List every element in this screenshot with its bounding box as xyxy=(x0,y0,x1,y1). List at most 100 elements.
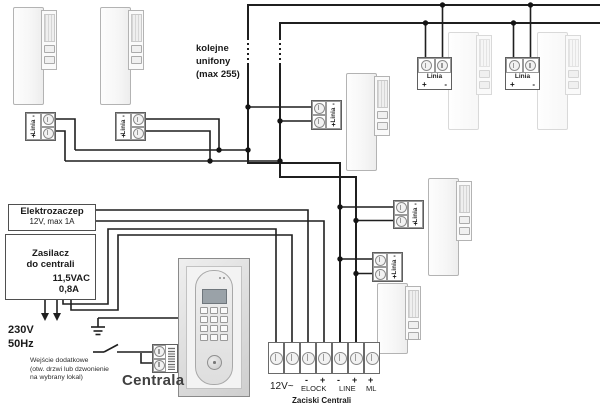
power-supply-name: Zasilacz xyxy=(32,248,69,259)
power-supply-box: Zasilacz do centrali 11,5VAC 0,8A xyxy=(5,234,96,300)
connector-label: Linia xyxy=(30,118,37,135)
speaker-grille-icon xyxy=(478,39,490,67)
led-icon xyxy=(223,277,225,279)
screw-icon xyxy=(420,60,432,71)
keypad-key xyxy=(200,334,208,341)
handset-body xyxy=(377,283,408,354)
screw-icon xyxy=(132,114,144,126)
keypad-key xyxy=(200,307,208,314)
junction-dots xyxy=(207,2,534,277)
minus-sign: - xyxy=(32,113,35,120)
mains-arrow-icons xyxy=(41,313,61,321)
terminal-elock-minus xyxy=(300,342,316,374)
keypad-key xyxy=(210,334,218,341)
screw-terminal xyxy=(41,126,55,140)
keypad-key xyxy=(200,316,208,323)
terminal-column xyxy=(312,101,326,129)
line-connector-block-4: -Linia+ xyxy=(393,200,424,229)
screw-icon xyxy=(317,351,331,365)
screw-icon xyxy=(395,202,407,214)
screw-terminal xyxy=(394,201,408,215)
line-connector-block-5: -Linia+ xyxy=(372,252,403,282)
keypad-key xyxy=(210,325,218,332)
mains-voltage: 230V xyxy=(8,324,34,336)
connector-label-area: Linia+ - xyxy=(418,73,451,89)
terminal-line-minus xyxy=(332,342,348,374)
keypad-key xyxy=(220,316,228,323)
bus-note-line3: (max 255) xyxy=(196,69,240,80)
screw-icon xyxy=(285,351,299,365)
handset-button xyxy=(130,45,142,53)
terminal-12v-2 xyxy=(284,342,300,374)
connector-label-area: Linia+- xyxy=(506,73,539,89)
plus-sign: + xyxy=(422,80,427,89)
screw-icon xyxy=(365,351,379,365)
keypad-key xyxy=(220,325,228,332)
handset-button xyxy=(376,122,388,130)
screw-terminal xyxy=(506,58,523,73)
intercom-handset-4 xyxy=(448,32,492,130)
line-plus-sign: + xyxy=(352,375,358,385)
screw-icon xyxy=(313,116,325,128)
power-supply-current: 0,8A xyxy=(58,284,79,295)
screw-terminal xyxy=(312,115,326,129)
minus-sign: - xyxy=(444,80,447,89)
line-connector-block-1: -Linia+ xyxy=(25,112,56,141)
power-supply-voltage: 11,5VAC xyxy=(52,273,90,284)
line-connector-block-7: Linia+- xyxy=(505,57,540,90)
branch-wires xyxy=(44,5,532,364)
speaker-grille-icon xyxy=(43,14,55,42)
plus-sign: + xyxy=(121,133,126,140)
terminal-row xyxy=(418,58,451,73)
plus-sign: + xyxy=(331,122,336,129)
terminal-row xyxy=(506,58,539,73)
terminal-12v-1 xyxy=(268,342,284,374)
handset-button xyxy=(407,332,419,340)
speaker-grille-icon xyxy=(567,39,579,67)
mains-label: 230V 50Hz xyxy=(8,323,34,351)
intercom-handset-1 xyxy=(13,7,57,105)
bus-note: kolejne unifony (max 255) xyxy=(196,42,240,81)
handset-body xyxy=(13,7,44,105)
electric-strike-title: Elektrozaczep xyxy=(20,206,84,217)
keypad-key xyxy=(210,316,218,323)
supply-terminals-label: 12V~ xyxy=(270,381,294,392)
minus-sign: - xyxy=(393,253,396,260)
line-connector-block-6: Linia+ - xyxy=(417,57,452,90)
intercom-handset-5 xyxy=(537,32,581,130)
terminal-strip-caption: Zaciski Centrali xyxy=(292,396,352,405)
terminal-line-plus xyxy=(348,342,364,374)
keypad-key xyxy=(200,325,208,332)
handset-button xyxy=(478,70,490,78)
speaker-grille-icon xyxy=(458,185,470,213)
handset-panel xyxy=(476,35,492,95)
speaker-grille-icon xyxy=(130,14,142,42)
plus-sign: + xyxy=(510,80,515,89)
power-supply-name2: do centrali xyxy=(26,259,75,270)
elock-label: ELOCK xyxy=(301,384,327,393)
intercom-handset-7 xyxy=(377,283,421,379)
screw-terminal xyxy=(373,253,387,267)
screw-terminal xyxy=(131,113,145,127)
aux-note-line1: Wejście dodatkowe xyxy=(30,357,89,364)
line-connector-block-3: -Linia+ xyxy=(311,100,342,130)
handset-panel xyxy=(405,286,421,340)
elock-plus-sign: + xyxy=(320,375,326,385)
screw-terminal xyxy=(434,58,451,73)
screw-icon xyxy=(269,351,283,365)
handset-body xyxy=(100,7,131,105)
handset-body xyxy=(448,32,479,130)
screw-icon xyxy=(132,127,144,139)
handset-panel xyxy=(456,181,472,241)
connector-label: Linia xyxy=(514,73,531,80)
keypad-key xyxy=(220,334,228,341)
keypad-key xyxy=(220,307,228,314)
electric-strike-rating: 12V, max 1A xyxy=(29,217,75,226)
handset-panel xyxy=(128,10,144,70)
screw-terminal xyxy=(41,113,55,127)
bus-note-line1: kolejne xyxy=(196,43,229,54)
screw-terminal xyxy=(373,267,387,281)
connector-label: Linia xyxy=(426,73,443,80)
connector-label: Linia xyxy=(412,206,419,223)
